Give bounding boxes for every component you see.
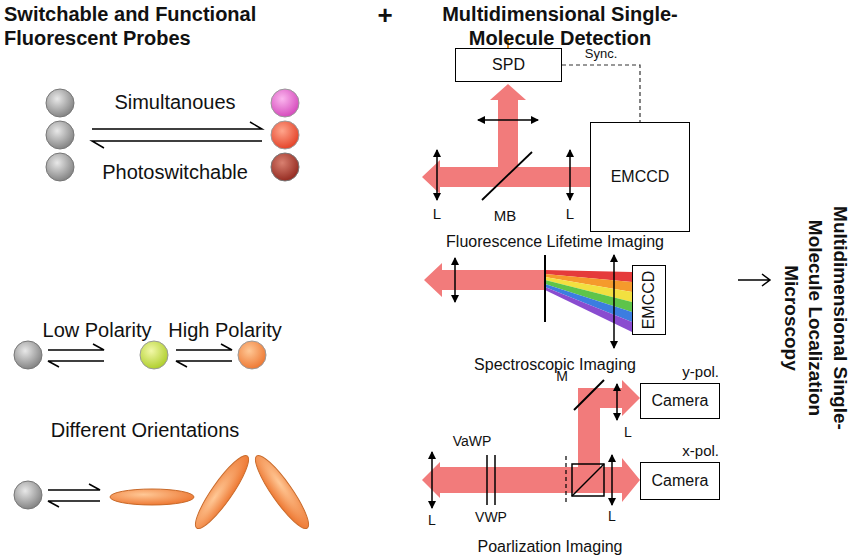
sync-line <box>562 65 640 122</box>
process-label: Photoswitchable <box>102 160 248 184</box>
component-label: MB <box>494 207 517 225</box>
mirror <box>574 380 604 410</box>
lens <box>478 119 538 121</box>
detector-box: SPD <box>455 48 562 82</box>
dispersive-element <box>544 255 546 322</box>
reverse-harpoon <box>48 361 104 367</box>
spectrum-band <box>545 287 632 332</box>
forward-harpoon <box>48 484 100 490</box>
camera-box: EMCCD <box>632 265 666 335</box>
component-label: VWP <box>475 509 507 526</box>
probe-off <box>46 153 74 181</box>
plus-sign: + <box>377 0 392 31</box>
camera-box: y-pol.Camera <box>640 383 720 419</box>
result-arrow <box>738 274 770 286</box>
lens-label: L <box>428 512 436 529</box>
state-label: High Polarity <box>168 318 281 342</box>
reverse-harpoon <box>176 361 232 367</box>
component-label: VaWP <box>453 433 492 450</box>
oriented-probe <box>189 450 256 534</box>
probe-on <box>271 121 299 149</box>
box-label: Camera <box>652 392 709 410</box>
probe-on <box>271 89 299 117</box>
edge-label: Sync. <box>583 46 620 62</box>
result-label: Multidimensional Single-Molecule Localiz… <box>778 178 852 458</box>
reverse-harpoon <box>48 501 100 507</box>
lens <box>613 255 615 348</box>
lens <box>616 384 618 420</box>
box-label: EMCCD <box>611 168 670 186</box>
lens-label: L <box>566 205 574 223</box>
lens <box>569 150 571 200</box>
box-label: SPD <box>492 56 525 74</box>
forward-harpoon <box>92 122 262 129</box>
probe-off <box>46 121 74 149</box>
lens-label: L <box>608 508 616 525</box>
oriented-probe <box>249 450 316 534</box>
laser-beam <box>578 380 640 480</box>
panel-caption: Spectroscopic Imaging <box>474 355 636 374</box>
lens <box>611 455 613 505</box>
laser-beam <box>422 458 640 502</box>
probe-off <box>14 481 42 509</box>
section-heading: Multidimensional Single-Molecule Detecti… <box>415 2 705 50</box>
box-label: EMCCD <box>640 271 658 330</box>
section-heading: Switchable and Functional Fluorescent Pr… <box>4 2 334 50</box>
polarizing-beam-splitter <box>572 464 604 496</box>
component-label: M <box>556 368 568 385</box>
laser-beam <box>424 263 545 297</box>
probe-off <box>46 89 74 117</box>
camera-box: EMCCD <box>590 122 690 232</box>
state-label: Different Orientations <box>51 418 240 442</box>
probe-off <box>14 341 42 369</box>
reverse-harpoon <box>92 141 262 148</box>
forward-harpoon <box>176 344 232 350</box>
waveplate <box>494 455 496 505</box>
panel-caption: Fluorescence Lifetime Imaging <box>446 232 664 251</box>
state-label: Low Polarity <box>43 318 152 342</box>
lens-label: L <box>624 424 632 441</box>
lens <box>436 150 438 200</box>
spectrum-band <box>545 284 632 322</box>
probe-on <box>271 153 299 181</box>
oriented-probe <box>110 489 194 505</box>
lens-label: L <box>433 205 441 223</box>
waveplate <box>486 455 488 505</box>
polarization-tag: y-pol. <box>682 363 719 380</box>
probe-high-polarity <box>238 341 266 369</box>
probe-low-polarity <box>140 341 168 369</box>
camera-box: x-pol.Camera <box>640 462 720 500</box>
forward-harpoon <box>48 344 104 350</box>
polarization-tag: x-pol. <box>682 442 719 459</box>
process-label: Simultanoues <box>114 90 235 114</box>
beam-splitter <box>482 152 532 200</box>
lens <box>431 452 433 508</box>
aperture <box>565 456 566 504</box>
box-label: Camera <box>652 472 709 490</box>
lens <box>454 258 456 302</box>
polarizing-beam-splitter <box>572 464 604 496</box>
panel-caption: Poarlization Imaging <box>478 537 623 556</box>
